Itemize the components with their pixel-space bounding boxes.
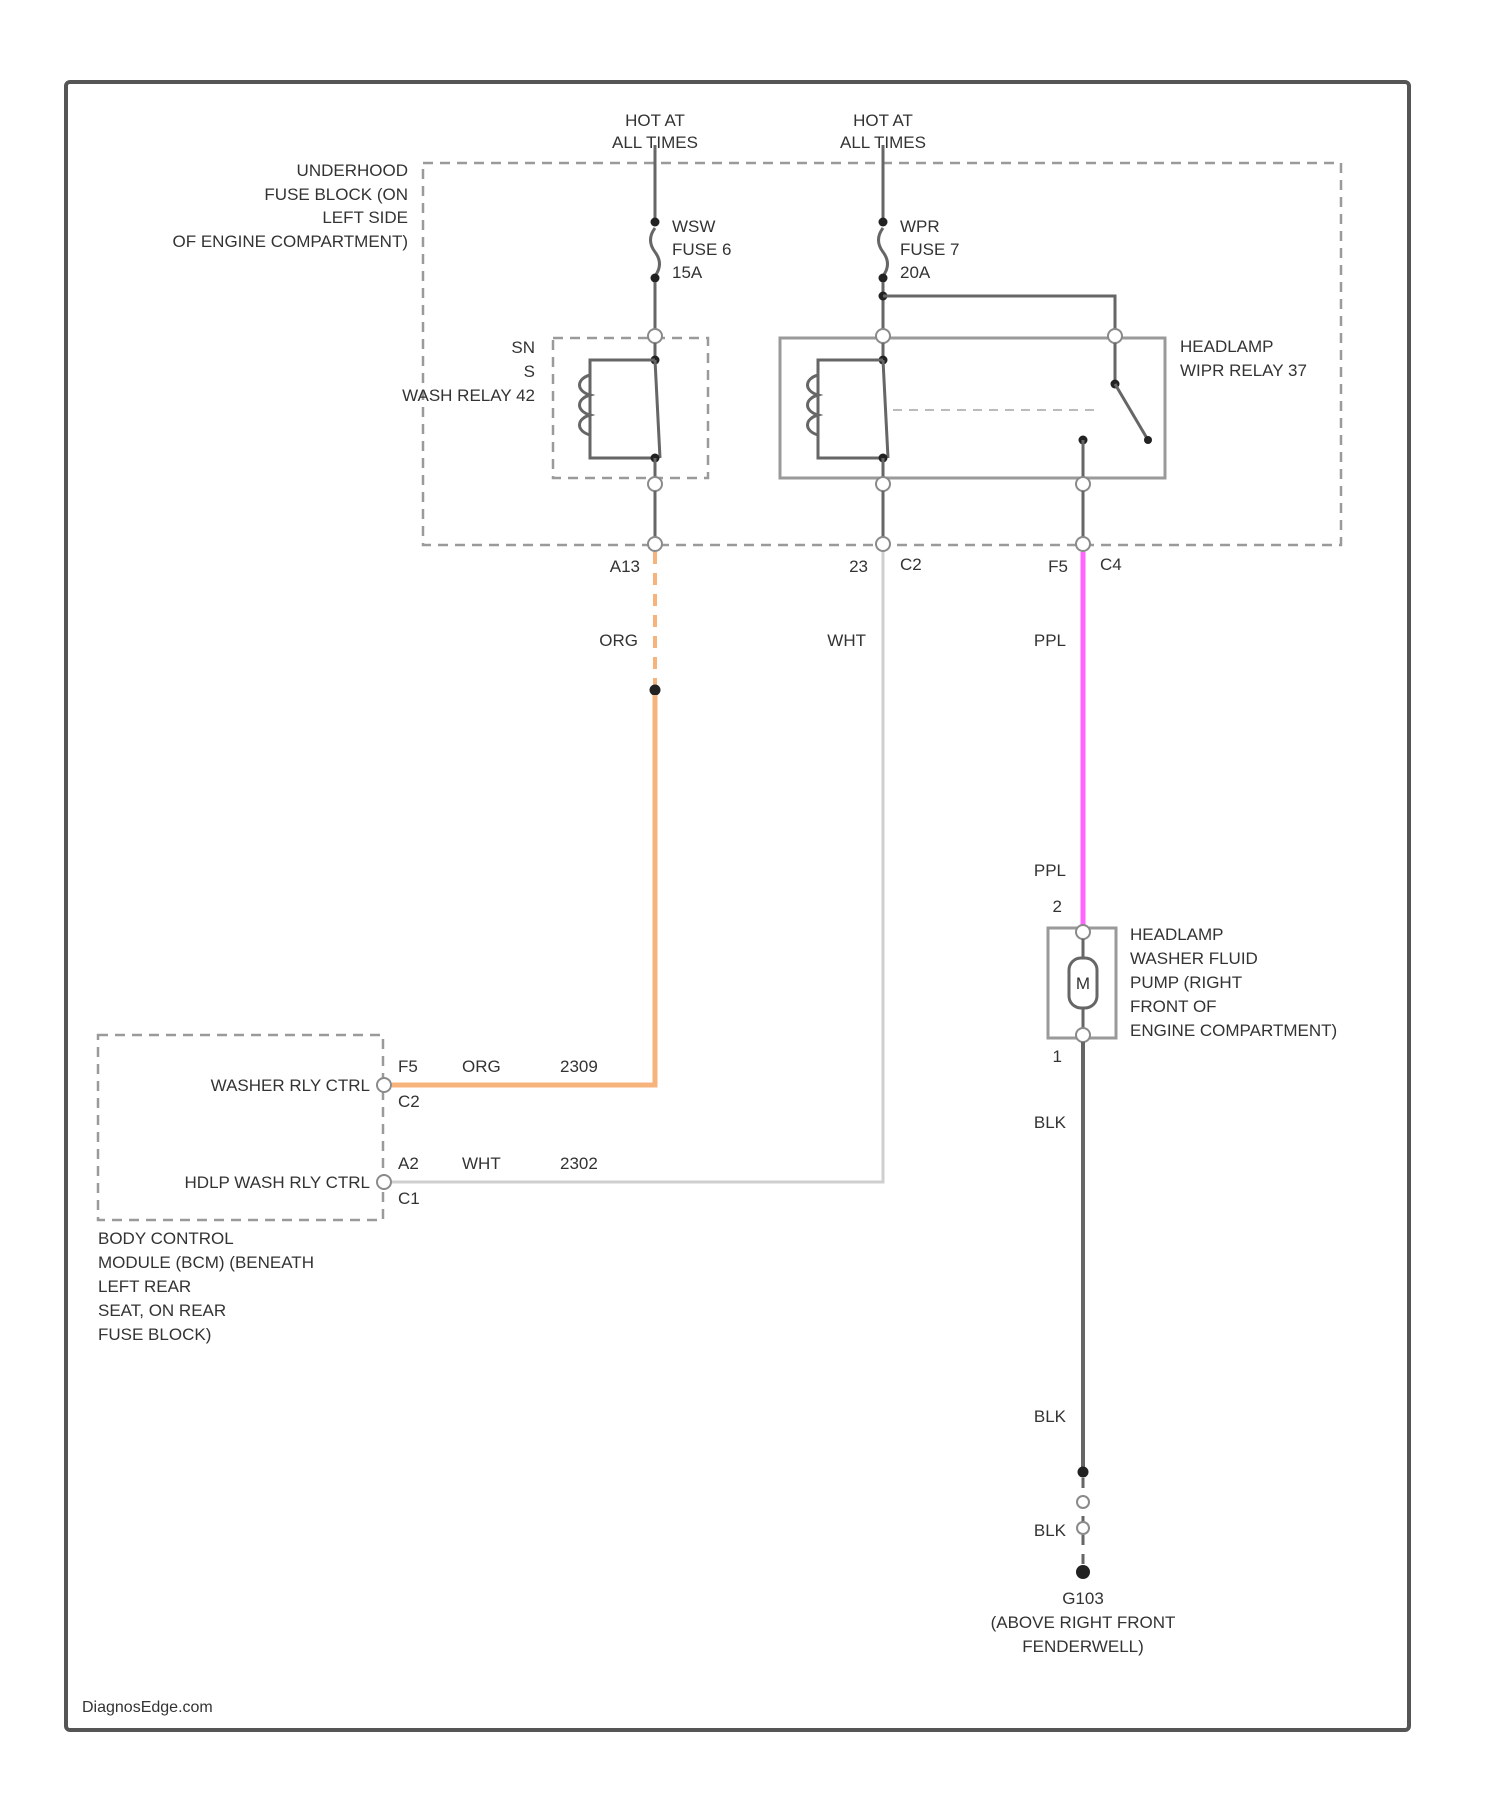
- left-feed-circuit: [580, 145, 663, 551]
- hdlp-relay-label-2: WIPR RELAY 37: [1180, 361, 1307, 380]
- wire-label-wht: WHT: [827, 631, 866, 650]
- bcm-label-4: SEAT, ON REAR: [98, 1301, 226, 1320]
- pump-label-4: FRONT OF: [1130, 997, 1217, 1016]
- bcm-hdlp-circuit: 2302: [560, 1154, 598, 1173]
- fuse-right-label-2: FUSE 7: [900, 240, 960, 259]
- bcm-hdlp-wire-color: WHT: [462, 1154, 501, 1173]
- ground-label-3: FENDERWELL): [1022, 1637, 1144, 1656]
- bcm-hdlp-pin: A2: [398, 1154, 419, 1173]
- wire-label-blk-2: BLK: [1034, 1407, 1067, 1426]
- bcm-box: [98, 1035, 383, 1220]
- pump-label-5: ENGINE COMPARTMENT): [1130, 1021, 1337, 1040]
- ground-label-1: G103: [1062, 1589, 1104, 1608]
- pump-pin-top: 2: [1053, 897, 1062, 916]
- pin-23: 23: [849, 557, 868, 576]
- wash-relay-label-3: WASH RELAY 42: [402, 386, 535, 405]
- fuse-left-label-2: FUSE 6: [672, 240, 732, 259]
- bcm-hdlp-ctrl: HDLP WASH RLY CTRL: [185, 1173, 370, 1192]
- bcm-washer-conn: C2: [398, 1092, 420, 1111]
- fuse-left-label-1: WSW: [672, 217, 715, 236]
- fuse-right-label-3: 20A: [900, 263, 931, 282]
- bcm-label-1: BODY CONTROL: [98, 1229, 234, 1248]
- wash-relay-label-2: S: [524, 362, 535, 381]
- conn-c2: C2: [900, 555, 922, 574]
- wash-relay-label-1: SN: [511, 338, 535, 357]
- black-wire: [1077, 1042, 1089, 1565]
- bcm-washer-pin: F5: [398, 1057, 418, 1076]
- fuse-block-label-3: LEFT SIDE: [322, 208, 408, 227]
- pump-motor-symbol: M: [1076, 974, 1090, 993]
- hot-left-line1: HOT AT: [625, 111, 685, 130]
- wire-label-ppl-top: PPL: [1034, 631, 1066, 650]
- fuse-right-label-1: WPR: [900, 217, 940, 236]
- ground-symbol: [1076, 1565, 1090, 1579]
- washer-pump: M: [1048, 925, 1116, 1042]
- fuse-left-label-3: 15A: [672, 263, 703, 282]
- bcm-washer-wire-color: ORG: [462, 1057, 501, 1076]
- pump-label-2: WASHER FLUID: [1130, 949, 1258, 968]
- ground-label-2: (ABOVE RIGHT FRONT: [991, 1613, 1176, 1632]
- hot-left-line2: ALL TIMES: [612, 133, 698, 152]
- middle-feed-circuit: [808, 145, 1116, 551]
- diagram-frame: [66, 82, 1409, 1730]
- hot-right-line2: ALL TIMES: [840, 133, 926, 152]
- fuse-block-label-2: FUSE BLOCK (ON: [264, 185, 408, 204]
- fuse-block-label-4: OF ENGINE COMPARTMENT): [173, 232, 409, 251]
- footer-watermark: DiagnosEdge.com: [82, 1699, 213, 1716]
- bcm-washer-circuit: 2309: [560, 1057, 598, 1076]
- pump-pin-bottom: 1: [1053, 1047, 1062, 1066]
- pump-label-1: HEADLAMP: [1130, 925, 1224, 944]
- bcm-hdlp-conn: C1: [398, 1189, 420, 1208]
- bcm-washer-ctrl: WASHER RLY CTRL: [211, 1076, 370, 1095]
- pin-a13: A13: [610, 557, 640, 576]
- bcm-label-3: LEFT REAR: [98, 1277, 191, 1296]
- conn-c4: C4: [1100, 555, 1122, 574]
- relay-switch: [1076, 329, 1152, 551]
- wire-label-ppl-bottom: PPL: [1034, 861, 1066, 880]
- wire-label-blk-1: BLK: [1034, 1113, 1067, 1132]
- hdlp-relay-label-1: HEADLAMP: [1180, 337, 1274, 356]
- hot-right-line1: HOT AT: [853, 111, 913, 130]
- wire-label-blk-3: BLK: [1034, 1521, 1067, 1540]
- bcm-label-5: FUSE BLOCK): [98, 1325, 211, 1344]
- wire-label-org: ORG: [599, 631, 638, 650]
- pump-label-3: PUMP (RIGHT: [1130, 973, 1242, 992]
- fuse-block-label-1: UNDERHOOD: [297, 161, 408, 180]
- bcm-label-2: MODULE (BCM) (BENEATH: [98, 1253, 314, 1272]
- pin-f5: F5: [1048, 557, 1068, 576]
